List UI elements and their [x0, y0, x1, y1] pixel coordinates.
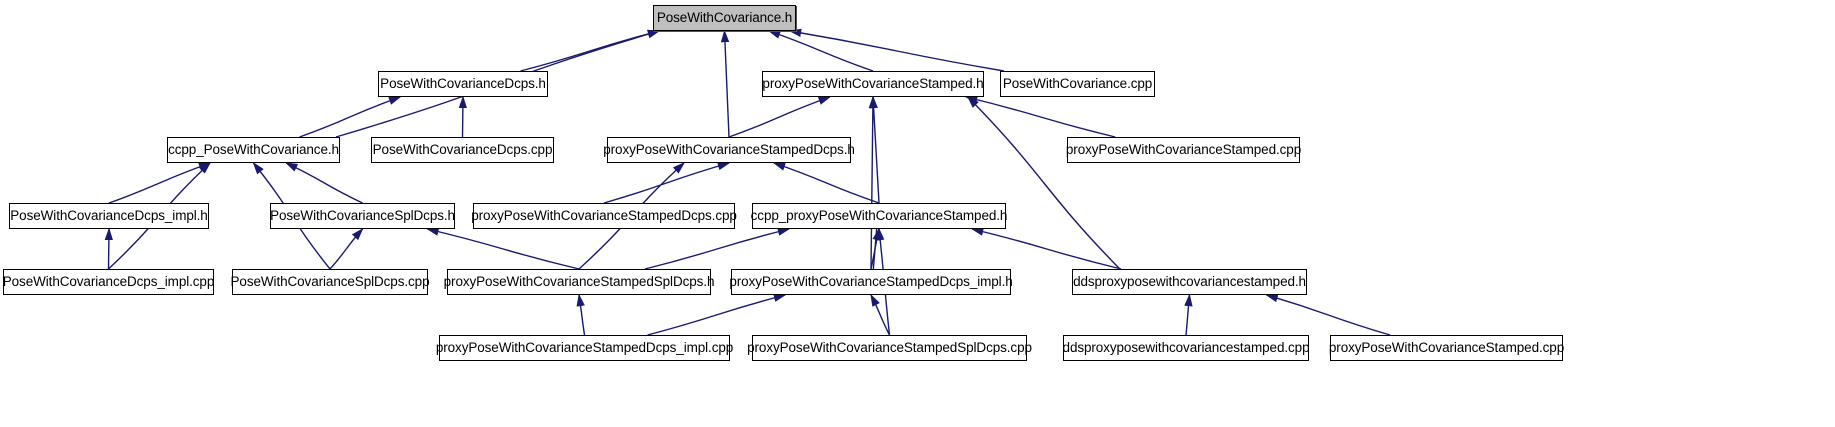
graph-edge: [970, 227, 1122, 270]
graph-node-label: proxyPoseWithCovarianceStampedDcps_impl.…: [729, 274, 1013, 290]
graph-node[interactable]: PoseWithCovarianceDcps.h: [378, 71, 548, 97]
graph-node-label: PoseWithCovarianceDcps.h: [380, 76, 546, 92]
graph-edge: [772, 162, 880, 204]
graph-node-label: proxyPoseWithCovarianceStampedDcps_impl.…: [435, 340, 734, 356]
graph-node[interactable]: proxyPoseWithCovarianceStampedSplDcps.h: [444, 269, 714, 295]
graph-edge: [647, 293, 787, 336]
graph-edge: [1184, 293, 1193, 336]
graph-node[interactable]: PoseWithCovarianceSplDcps.cpp: [231, 269, 430, 295]
graph-node-label: PoseWithCovarianceDcps_impl.cpp: [2, 274, 215, 290]
graph-edge: [603, 162, 731, 204]
graph-node-label: ddsproxyposewithcovariancestamped.cpp: [1062, 340, 1310, 356]
graph-edge: [964, 95, 1116, 138]
graph-edge: [788, 28, 1005, 72]
graph-edge: [299, 96, 402, 138]
graph-node[interactable]: proxyPoseWithCovarianceStampedDcps_impl.…: [436, 335, 733, 361]
graph-node[interactable]: PoseWithCovarianceDcps_impl.h: [9, 203, 209, 229]
graph-node-label: ccpp_PoseWithCovariance.h: [168, 142, 339, 158]
graph-edge: [576, 293, 586, 336]
graph-edge: [720, 29, 730, 138]
graph-edge: [870, 227, 881, 270]
graph-node[interactable]: PoseWithCovarianceDcps_impl.cpp: [3, 269, 214, 295]
graph-node-label: proxyPoseWithCovarianceStampedSplDcps.cp…: [747, 340, 1032, 356]
graph-edge: [284, 162, 363, 204]
graph-node[interactable]: ddsproxyposewithcovariancestamped.h: [1072, 269, 1307, 295]
graph-node[interactable]: proxyPoseWithCovarianceStampedDcps.cpp: [471, 203, 737, 229]
graph-node-label: PoseWithCovarianceDcps.cpp: [372, 142, 553, 158]
graph-node[interactable]: ccpp_PoseWithCovariance.h: [167, 137, 340, 163]
graph-node[interactable]: PoseWithCovariance.cpp: [1000, 71, 1155, 97]
graph-node-label: PoseWithCovariance.h: [656, 10, 793, 26]
graph-node-label: proxyPoseWithCovarianceStamped.h: [762, 76, 984, 92]
graph-edge: [644, 227, 791, 270]
graph-node[interactable]: ddsproxyposewithcovariancestamped.cpp: [1063, 335, 1310, 361]
graph-node[interactable]: proxyPoseWithCovarianceStampedDcps_impl.…: [729, 269, 1013, 295]
graph-node-label: ccpp_proxyPoseWithCovarianceStamped.h: [750, 208, 1008, 224]
graph-node-root[interactable]: PoseWithCovariance.h: [653, 5, 796, 31]
graph-edge: [868, 95, 878, 270]
graph-edge: [870, 293, 891, 336]
graph-edge: [869, 95, 880, 204]
graph-node[interactable]: ccpp_proxyPoseWithCovarianceStamped.h: [751, 203, 1007, 229]
graph-node[interactable]: proxyPoseWithCovarianceStampedDcps.h: [603, 137, 855, 163]
graph-edge: [329, 227, 364, 270]
graph-node-label: PoseWithCovariance.cpp: [1002, 76, 1153, 92]
graph-node-label: PoseWithCovarianceSplDcps.cpp: [230, 274, 430, 290]
graph-edge: [728, 96, 832, 138]
graph-node-label: PoseWithCovarianceDcps_impl.h: [10, 208, 208, 224]
graph-node[interactable]: proxyPoseWithCovarianceStamped.cpp: [1066, 137, 1301, 163]
graph-edge: [767, 30, 874, 72]
graph-node[interactable]: proxyPoseWithCovarianceStampedSplDcps.cp…: [747, 335, 1032, 361]
graph-node[interactable]: PoseWithCovarianceDcps.cpp: [371, 137, 554, 163]
graph-node[interactable]: proxyPoseWithCovarianceStamped.cpp: [1329, 335, 1564, 361]
graph-node-label: proxyPoseWithCovarianceStamped.cpp: [1065, 142, 1302, 158]
graph-node-label: proxyPoseWithCovarianceStampedDcps.cpp: [471, 208, 737, 224]
graph-edge: [104, 227, 114, 270]
graph-node[interactable]: PoseWithCovarianceSplDcps.h: [270, 203, 455, 229]
graph-edge: [458, 95, 468, 138]
graph-node-label: ddsproxyposewithcovariancestamped.h: [1073, 274, 1306, 290]
graph-node-label: PoseWithCovarianceSplDcps.h: [270, 208, 455, 224]
graph-edge: [1265, 294, 1391, 336]
graph-edge: [966, 96, 1121, 270]
graph-edge: [520, 29, 661, 72]
graph-node-label: proxyPoseWithCovarianceStampedSplDcps.h: [443, 274, 715, 290]
graph-edge: [108, 162, 212, 204]
graph-node-label: proxyPoseWithCovarianceStampedDcps.h: [603, 142, 855, 158]
graph-edge: [426, 227, 580, 270]
graph-node-label: proxyPoseWithCovarianceStamped.cpp: [1328, 340, 1565, 356]
graph-node[interactable]: proxyPoseWithCovarianceStamped.h: [762, 71, 984, 97]
